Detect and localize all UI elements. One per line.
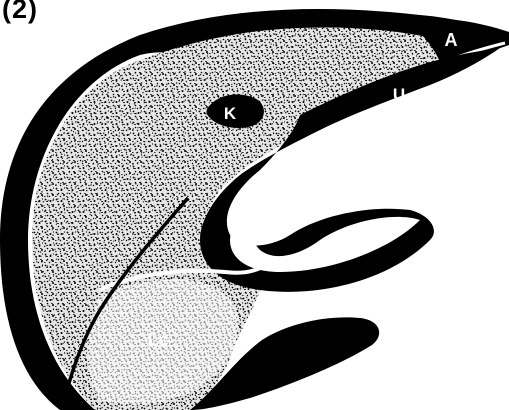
label-u: U [393, 85, 405, 104]
label-a: A [445, 30, 458, 50]
label-lc: Lc [147, 330, 168, 350]
label-k: K [224, 104, 237, 123]
